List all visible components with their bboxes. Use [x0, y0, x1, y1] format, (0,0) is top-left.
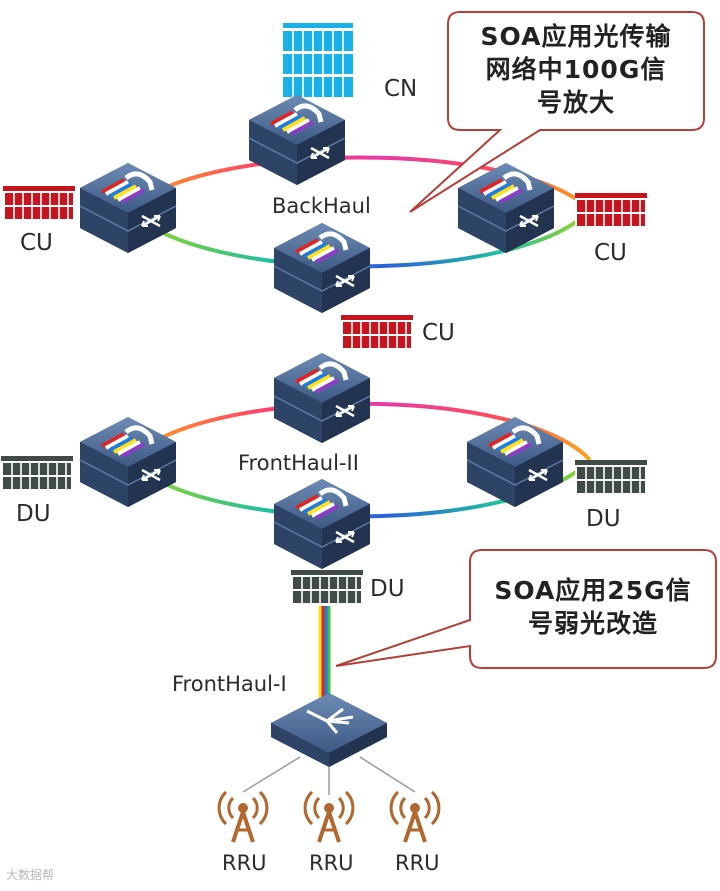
callout-top-line-3: 号放大	[536, 88, 615, 117]
fronthaul2-device-top	[274, 353, 370, 443]
du-bottom-label: DU	[370, 576, 405, 602]
callout-bottom-line-1: SOA应用25G信	[494, 576, 692, 605]
rru-label-2: RRU	[309, 851, 354, 875]
rru-label-1: RRU	[222, 851, 267, 875]
du-left-label: DU	[16, 501, 51, 527]
fronthaul2-device-bottom	[274, 479, 370, 569]
du-rack-left	[0, 455, 74, 491]
cu-right-label: CU	[594, 240, 627, 266]
du-right-label: DU	[586, 506, 621, 532]
watermark: 大数据帮	[6, 868, 55, 882]
cn-label: CN	[384, 76, 418, 102]
callout-top	[409, 11, 705, 213]
rru-tower-icon-3	[389, 790, 441, 844]
backhaul-label: BackHaul	[272, 194, 371, 218]
cu-middle-label: CU	[422, 320, 455, 346]
cu-rack-middle	[340, 314, 414, 350]
cu-rack-right	[574, 192, 648, 228]
cu-left-label: CU	[20, 230, 53, 256]
fronthaul-i-fibre	[318, 606, 331, 698]
fronthaul2-device-right	[467, 417, 563, 507]
callout-bottom-text: SOA应用25G信 号弱光改造	[472, 574, 714, 640]
rru-tower-icon-2	[303, 790, 355, 844]
du-rack-right	[574, 459, 648, 495]
cn-rack	[283, 23, 353, 97]
callout-top-line-2: 网络中100G信	[485, 55, 667, 84]
cu-rack-left	[2, 185, 76, 221]
du-rack-bottom	[290, 569, 364, 605]
rru-tower-icon-1	[217, 790, 269, 844]
splitter-device	[271, 693, 387, 767]
fronthaul2-device-left	[80, 417, 176, 507]
backhaul-device-left	[80, 163, 176, 253]
fronthaul1-label: FrontHaul-I	[172, 672, 287, 696]
backhaul-device-top	[249, 95, 345, 185]
backhaul-device-bottom	[274, 223, 370, 313]
rru-label-3: RRU	[395, 851, 440, 875]
fronthaul2-label: FrontHaul-II	[238, 451, 359, 475]
callout-top-line-1: SOA应用光传输	[480, 22, 672, 51]
callout-bottom-line-2: 号弱光改造	[527, 609, 658, 638]
rru-links	[242, 756, 416, 795]
callout-bottom	[335, 549, 717, 669]
callout-top-text: SOA应用光传输 网络中100G信 号放大	[452, 20, 700, 119]
